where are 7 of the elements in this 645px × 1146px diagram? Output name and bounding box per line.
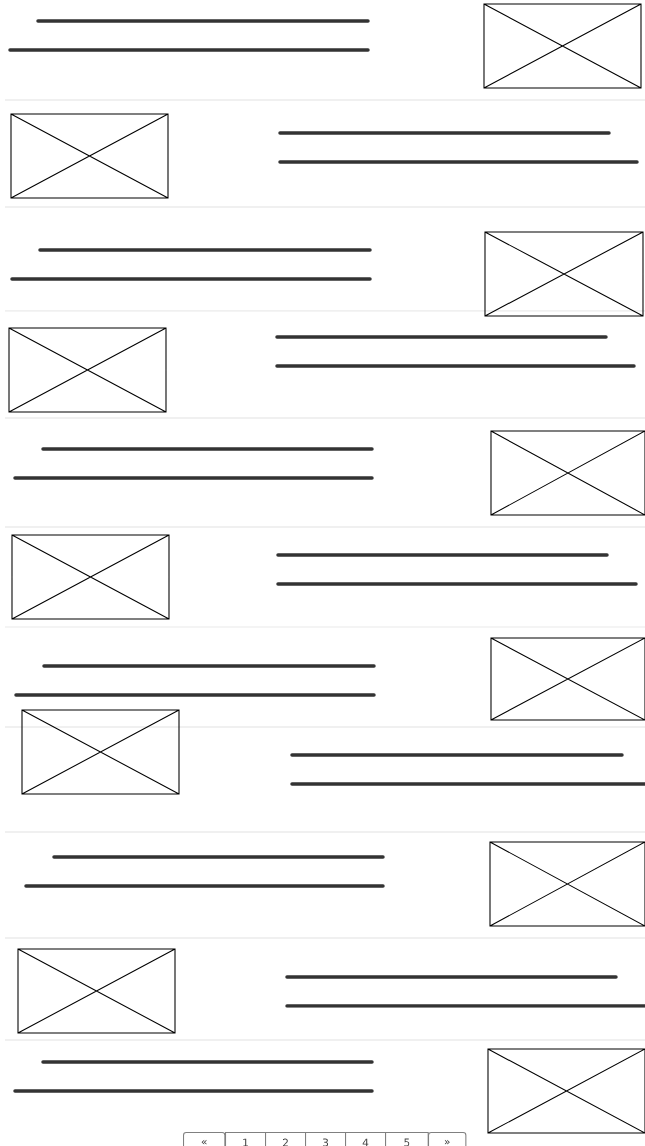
pagination-button: 3 — [305, 1132, 347, 1146]
pagination-button: « — [183, 1132, 226, 1146]
pagination-button: 2 — [265, 1132, 307, 1146]
pagination-button: » — [428, 1132, 467, 1146]
pagination-button: 4 — [345, 1132, 387, 1146]
pagination-button: 5 — [385, 1132, 429, 1146]
pagination-button: 1 — [225, 1132, 267, 1146]
